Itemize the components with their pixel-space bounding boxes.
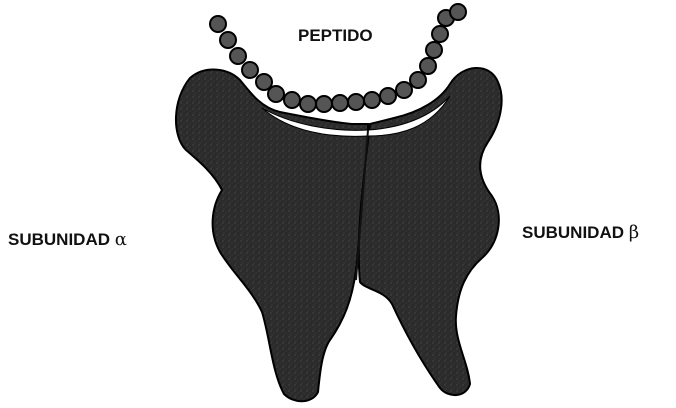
peptide-bead bbox=[268, 86, 284, 102]
beta-symbol: β bbox=[629, 222, 639, 243]
peptide-bead bbox=[396, 82, 412, 98]
alpha-subunit-label-text: SUBUNIDAD bbox=[8, 230, 110, 249]
peptide-bead bbox=[426, 42, 442, 58]
alpha-subunit-label: SUBUNIDAD α bbox=[8, 229, 127, 250]
peptide-bead bbox=[432, 26, 448, 42]
peptide-bead bbox=[410, 72, 426, 88]
alpha-symbol: α bbox=[115, 229, 127, 250]
alpha-subunit-shape bbox=[176, 70, 368, 402]
peptide-bead bbox=[380, 88, 396, 104]
beta-subunit-label-text: SUBUNIDAD bbox=[522, 223, 624, 242]
peptide-bead bbox=[420, 58, 436, 74]
peptide-label: PEPTIDO bbox=[298, 26, 373, 46]
peptide-bead bbox=[210, 16, 226, 32]
peptide-bead bbox=[284, 92, 300, 108]
peptide-bead bbox=[316, 96, 332, 112]
peptide-bead bbox=[348, 94, 364, 110]
peptide-bead bbox=[300, 96, 316, 112]
peptide-bead bbox=[364, 92, 380, 108]
peptide-bead bbox=[450, 4, 466, 20]
beta-subunit-label: SUBUNIDAD β bbox=[522, 222, 639, 243]
peptide-bead bbox=[332, 95, 348, 111]
peptide-bead bbox=[220, 32, 236, 48]
peptide-bead bbox=[256, 74, 272, 90]
peptide-bead bbox=[230, 48, 246, 64]
peptide-bead bbox=[242, 62, 258, 78]
